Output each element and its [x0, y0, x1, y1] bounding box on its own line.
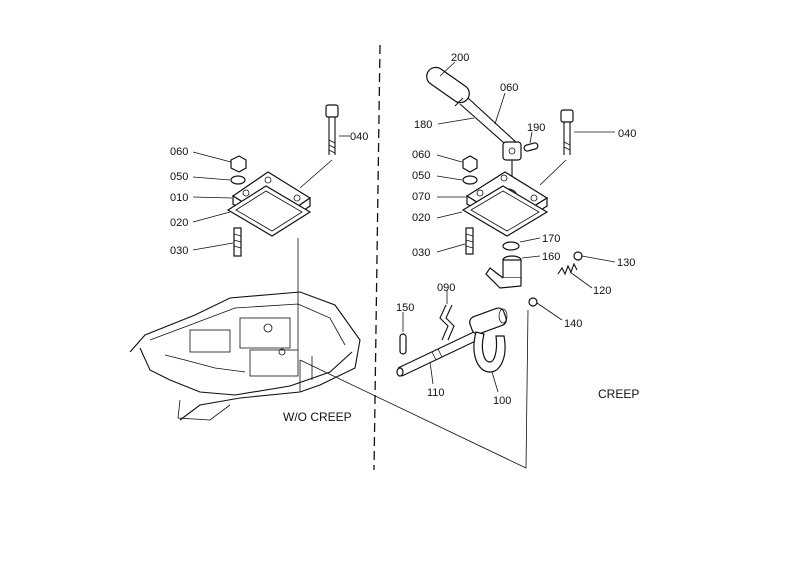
lever-grip-200 — [426, 66, 470, 107]
callout-030-left: 030 — [170, 245, 188, 257]
stud-030-right — [465, 227, 474, 255]
right-assembly — [299, 61, 616, 469]
callout-140: 140 — [564, 318, 582, 330]
callout-040-right: 040 — [618, 128, 636, 140]
callout-110: 110 — [427, 387, 445, 399]
callout-200: 200 — [451, 52, 469, 64]
callout-090: 090 — [437, 282, 455, 294]
callout-190: 190 — [527, 122, 545, 134]
callout-120: 120 — [593, 285, 611, 297]
callout-020-right: 020 — [412, 212, 430, 224]
bolt-040-left — [325, 104, 339, 155]
pin-190 — [523, 142, 539, 152]
callout-labels: 040 060 050 010 020 030 200 060 180 190 … — [170, 52, 639, 424]
lever-hub — [502, 141, 522, 178]
callout-010-left: 010 — [170, 192, 188, 204]
spring-120 — [557, 262, 578, 276]
callout-130: 130 — [617, 257, 635, 269]
section-label-wo-creep: W/O CREEP — [283, 410, 352, 424]
callout-100: 100 — [493, 395, 511, 407]
callout-170: 170 — [542, 233, 560, 245]
nut-060-right — [462, 155, 478, 173]
stud-030-left — [233, 227, 242, 257]
callout-070: 070 — [412, 191, 430, 203]
callout-150: 150 — [396, 302, 414, 314]
transmission-housing — [129, 291, 361, 421]
section-divider — [373, 44, 381, 471]
shift-shaft-160 — [485, 255, 522, 289]
ball-140 — [528, 297, 538, 307]
clip-090 — [439, 304, 455, 341]
callout-180: 180 — [414, 119, 432, 131]
o-ring-170 — [502, 241, 520, 251]
callout-040-left: 040 — [350, 131, 368, 143]
callout-060-left: 060 — [170, 146, 188, 158]
pin-150 — [399, 333, 407, 355]
nut-060-left — [230, 155, 247, 173]
callout-160: 160 — [542, 251, 560, 263]
callout-020-left: 020 — [170, 217, 188, 229]
callout-050-right: 050 — [412, 170, 430, 182]
callout-030-right: 030 — [412, 247, 430, 259]
shift-rod-110 — [396, 329, 483, 377]
ball-130 — [573, 251, 583, 261]
callout-060-lever: 060 — [500, 82, 518, 94]
shift-fork-100 — [469, 307, 508, 373]
gasket-020-right — [461, 185, 549, 237]
left-assembly — [129, 104, 361, 421]
callout-060-right: 060 — [412, 149, 430, 161]
washer-050-left — [230, 175, 246, 185]
section-label-creep: CREEP — [598, 387, 639, 401]
washer-050-right — [462, 175, 478, 185]
gasket-020-left — [226, 185, 312, 237]
bolt-040-right — [560, 109, 574, 155]
callout-050-left: 050 — [170, 171, 188, 183]
